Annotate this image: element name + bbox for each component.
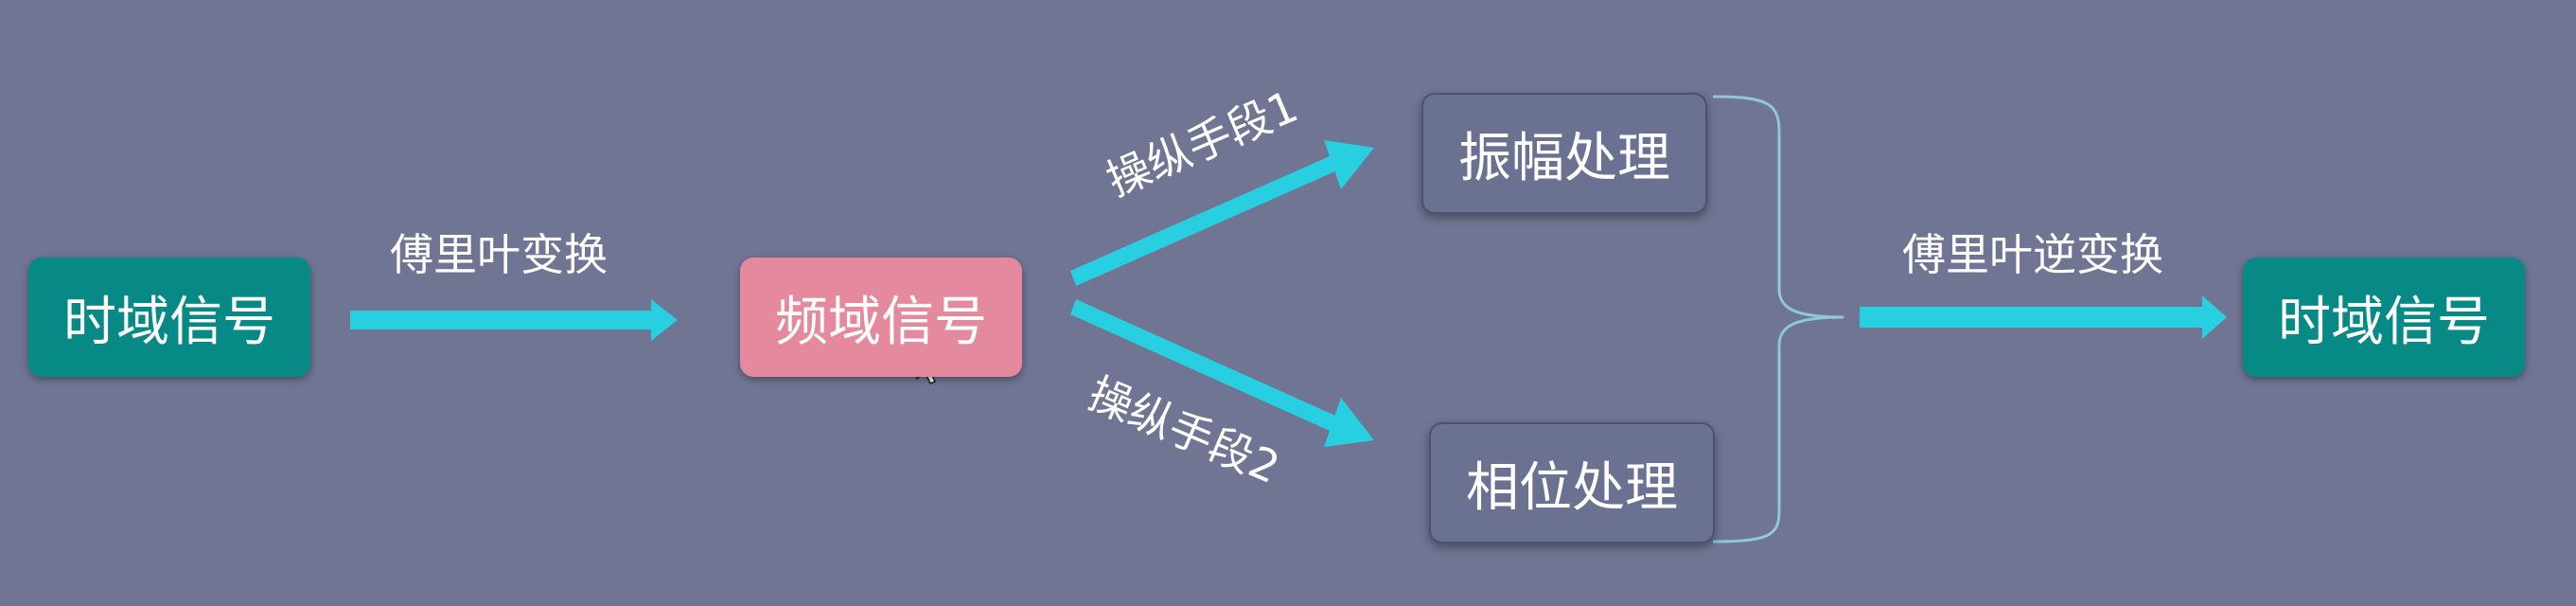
arrow-inverse-fourier xyxy=(1860,295,2227,339)
node-time-signal-right: 时域信号 xyxy=(2243,258,2525,377)
label-inverse-fourier-transform: 傅里叶逆变换 xyxy=(1902,229,2163,280)
arrow-manip2 xyxy=(1070,299,1374,447)
label-fourier-transform: 傅里叶变换 xyxy=(390,229,608,280)
node-frequency-signal: 频域信号 xyxy=(740,258,1022,377)
node-phase-processing: 相位处理 xyxy=(1429,422,1715,544)
node-amplitude-processing: 振幅处理 xyxy=(1421,93,1707,214)
arrow-manip1 xyxy=(1070,140,1374,286)
brace-connector xyxy=(1712,95,1844,544)
arrow-fourier xyxy=(350,299,678,341)
node-time-signal-left: 时域信号 xyxy=(28,258,310,377)
